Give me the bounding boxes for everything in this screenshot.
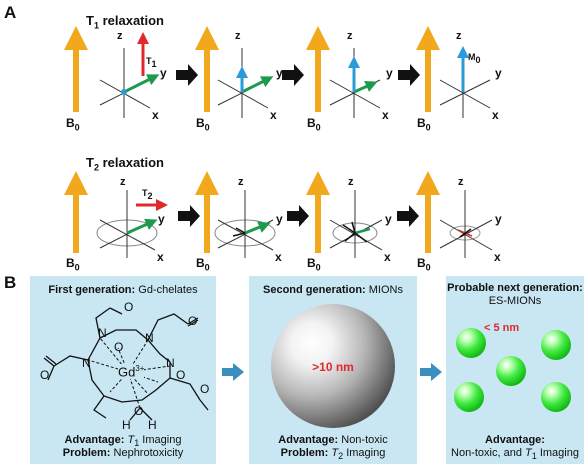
es-mion-particle-5 <box>541 382 571 412</box>
t1-arrow-label: T1 <box>146 56 157 69</box>
t1-frame-2 <box>195 26 274 118</box>
t2-x-label-3: x <box>384 250 391 264</box>
gd-chelate-structure <box>43 307 209 421</box>
atom-o-3: O <box>40 368 50 382</box>
atom-h-1: H <box>122 418 131 432</box>
third-generation-title: Probable next generation: <box>447 282 583 294</box>
t2-frame-1 <box>64 171 168 258</box>
t2-y-label-4: y <box>495 212 502 226</box>
t2-x-label-2: x <box>275 250 282 264</box>
t2-frame-4 <box>416 171 493 258</box>
t2-b0-label-4: B0 <box>417 256 431 273</box>
t1-title: T1 relaxation <box>86 13 164 31</box>
t1-frame-3 <box>306 26 381 118</box>
atom-n-1: N <box>98 326 107 340</box>
first-generation-title: First generation: Gd-chelates <box>48 284 198 296</box>
flow-arrow-1 <box>222 363 244 381</box>
t1-z-label-2: z <box>235 30 241 42</box>
gd-ion-label: Gd3+ <box>118 364 145 380</box>
es-mion-size-label: < 5 nm <box>484 322 520 334</box>
es-mion-particle-1 <box>456 328 486 358</box>
atom-n-4: N <box>166 356 175 370</box>
t1-x-label-2: x <box>270 108 277 122</box>
relaxation-diagram <box>64 26 493 258</box>
t1-b0-label-2: B0 <box>196 116 210 133</box>
first-problem: Problem: Nephrotoxicity <box>62 447 184 459</box>
first-generation-panel: First generation: Gd-chelates <box>30 276 216 464</box>
atom-o-6: O <box>200 382 210 396</box>
atom-o-4: O <box>176 368 186 382</box>
t2-arrow-label: T2 <box>142 188 153 201</box>
t2-frame-3 <box>306 171 383 258</box>
atom-o-5: O <box>188 314 198 328</box>
es-mion-particle-4 <box>454 382 484 412</box>
es-mion-particle-2 <box>541 330 571 360</box>
mion-size-label: >10 nm <box>312 360 354 374</box>
t2-b0-label-3: B0 <box>307 256 321 273</box>
t1-b0-label-4: B0 <box>417 116 431 133</box>
t2-x-label-1: x <box>157 250 164 264</box>
t1-x-label-3: x <box>382 108 389 122</box>
t1-b0-label-1: B0 <box>66 116 80 133</box>
second-generation-title: Second generation: MIONs <box>263 284 403 296</box>
atom-n-3: N <box>82 356 91 370</box>
second-advantage: Advantage: Non-toxic <box>278 434 388 446</box>
t1-z-label-4: z <box>456 30 462 42</box>
t2-b0-label-2: B0 <box>196 256 210 273</box>
t2-z-label-3: z <box>348 176 354 188</box>
mion-sphere <box>271 304 395 428</box>
t1-x-label-4: x <box>492 108 499 122</box>
t2-y-label-1: y <box>158 212 165 226</box>
t1-y-label-2: y <box>276 66 283 80</box>
t1-z-label-3: z <box>347 30 353 42</box>
t2-b0-label-1: B0 <box>66 256 80 273</box>
t1-z-label-1: z <box>117 30 123 42</box>
es-mion-particle-3 <box>496 356 526 386</box>
t2-z-label-2: z <box>238 176 244 188</box>
t1-step-arrow-3 <box>398 64 420 86</box>
t1-b0-label-3: B0 <box>307 116 321 133</box>
second-generation-panel: Second generation: MIONs >10 nm Advantag… <box>249 276 417 464</box>
atom-o-1: O <box>114 340 124 354</box>
t1-step-arrow-1 <box>176 64 198 86</box>
t1-frame-1 <box>64 26 160 118</box>
t1-x-label-1: x <box>152 108 159 122</box>
t2-frame-2 <box>195 171 276 258</box>
t2-step-arrow-1 <box>178 205 200 227</box>
t2-step-arrow-3 <box>397 205 419 227</box>
t2-z-label-4: z <box>458 176 464 188</box>
second-problem: Problem: T2 Imaging <box>280 447 386 462</box>
t1-step-arrow-2 <box>282 64 304 86</box>
third-advantage: Advantage: <box>485 434 545 446</box>
first-advantage: Advantage: T1 Imaging <box>64 434 182 449</box>
atom-o-water: O <box>134 404 144 418</box>
t2-y-label-3: y <box>385 212 392 226</box>
t2-x-label-4: x <box>494 250 501 264</box>
t2-y-label-2: y <box>276 212 283 226</box>
t2-z-label-1: z <box>120 176 126 188</box>
t1-y-label-4: y <box>495 66 502 80</box>
flow-arrow-2 <box>420 363 442 381</box>
t1-y-label-3: y <box>386 66 393 80</box>
t1-y-label-1: y <box>160 66 167 80</box>
t2-step-arrow-2 <box>287 205 309 227</box>
third-generation-subtitle: ES-MIONs <box>488 295 542 307</box>
m0-label: M0 <box>468 52 481 65</box>
panel-a-label: A <box>4 3 17 22</box>
panel-b-label: B <box>4 273 17 292</box>
atom-o-2: O <box>124 300 134 314</box>
t1-frame-4 <box>416 26 491 118</box>
third-advantage-detail: Non-toxic, and T1 Imaging <box>451 447 579 462</box>
atom-h-2: H <box>148 418 157 432</box>
t2-title: T2 relaxation <box>86 155 164 173</box>
atom-n-2: N <box>145 331 154 345</box>
third-generation-panel: Probable next generation: ES-MIONs < 5 n… <box>446 276 584 464</box>
